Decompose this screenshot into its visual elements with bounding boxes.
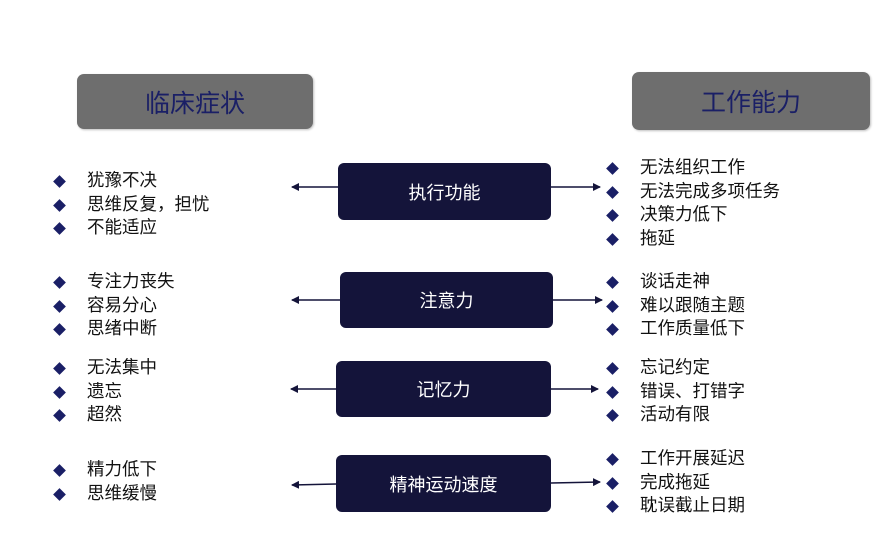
list-item: 耽误截止日期	[607, 495, 745, 519]
list-item: 工作开展延迟	[607, 448, 745, 472]
work-list-executive: 无法组织工作 无法完成多项任务 决策力低下 拖延	[607, 157, 780, 251]
arrow-right-psychomotor	[550, 478, 601, 487]
list-item: 难以跟随主题	[607, 295, 745, 319]
list-item: 无法完成多项任务	[607, 181, 780, 205]
list-item: 无法组织工作	[607, 157, 780, 181]
list-item: 专注力丧失	[54, 271, 175, 295]
list-item: 错误、打错字	[607, 381, 745, 405]
header-clinical-symptoms: 临床症状	[77, 74, 313, 129]
list-item: 活动有限	[607, 404, 745, 428]
box-attention-label: 注意力	[419, 291, 474, 312]
box-psychomotor-speed-label: 精神运动速度	[389, 474, 498, 496]
box-memory: 记忆力	[336, 361, 551, 417]
list-item: 思维缓慢	[54, 483, 157, 507]
list-item: 精力低下	[54, 459, 157, 483]
symptoms-list-memory: 无法集中 遗忘 超然	[54, 357, 157, 428]
list-item: 不能适应	[54, 217, 210, 241]
work-list-memory: 忘记约定 错误、打错字 活动有限	[607, 357, 745, 428]
work-list-psychomotor: 工作开展延迟 完成拖延 耽误截止日期	[607, 448, 745, 519]
header-work-ability-label: 工作能力	[700, 88, 801, 117]
symptoms-list-psychomotor: 精力低下 思维缓慢	[54, 459, 157, 506]
symptoms-list-executive: 犹豫不决 思维反复，担忧 不能适应	[54, 170, 210, 241]
list-item: 决策力低下	[607, 204, 780, 228]
list-item: 超然	[54, 404, 157, 428]
list-item: 无法集中	[54, 357, 157, 381]
work-list-attention: 谈话走神 难以跟随主题 工作质量低下	[607, 271, 745, 342]
list-item: 拖延	[607, 228, 780, 252]
list-item: 容易分心	[54, 295, 175, 319]
box-psychomotor-speed: 精神运动速度	[336, 455, 551, 512]
list-item: 忘记约定	[607, 357, 745, 381]
symptoms-list-attention: 专注力丧失 容易分心 思绪中断	[54, 271, 175, 342]
header-work-ability: 工作能力	[632, 72, 870, 130]
list-item: 谈话走神	[607, 271, 745, 295]
header-clinical-symptoms-label: 临床症状	[144, 88, 245, 118]
box-executive-function-label: 执行功能	[408, 182, 481, 204]
box-memory-label: 记忆力	[416, 380, 471, 401]
list-item: 思维反复，担忧	[54, 194, 210, 218]
list-item: 工作质量低下	[607, 318, 745, 342]
list-item: 思绪中断	[54, 318, 175, 342]
arrow-left-psychomotor	[291, 480, 337, 489]
list-item: 完成拖延	[607, 472, 745, 496]
box-attention: 注意力	[340, 272, 553, 328]
list-item: 犹豫不决	[54, 170, 210, 194]
list-item: 遗忘	[54, 381, 157, 405]
box-executive-function: 执行功能	[338, 163, 551, 220]
